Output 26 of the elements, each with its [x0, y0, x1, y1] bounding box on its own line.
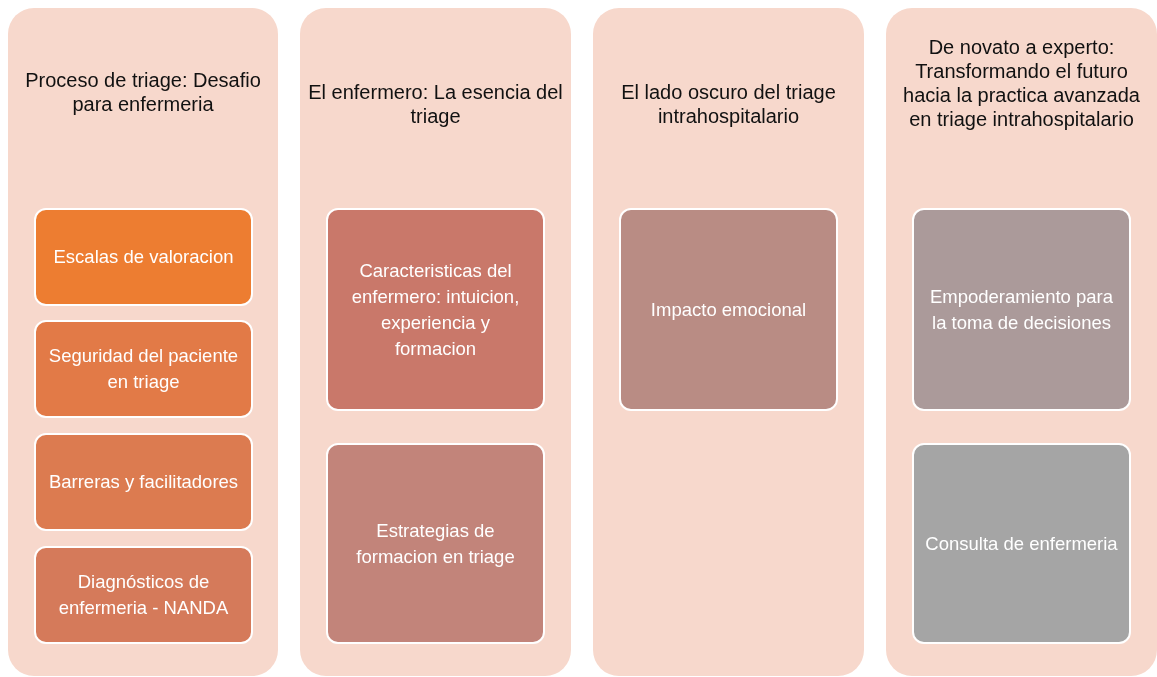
- topic-text: Caracteristicas del enfermero: intuicion, experiencia y formacion: [350, 258, 521, 361]
- topic-box: [326, 443, 545, 644]
- topic-text: Barreras y facilitadores: [48, 470, 239, 494]
- topic-box: [912, 208, 1131, 411]
- topic-text: Consulta de enfermeria: [925, 531, 1118, 556]
- column-panel: [8, 8, 278, 676]
- topic-text: Impacto emocional: [650, 297, 807, 322]
- topic-box: [326, 208, 545, 411]
- column-panel: [593, 8, 864, 676]
- column-heading: El enfermero: La esencia del triage: [307, 80, 564, 128]
- topic-box: [34, 433, 253, 531]
- column-heading: Proceso de triage: Desafio para enfermeria: [24, 68, 262, 116]
- topic-box: [34, 546, 253, 644]
- column-heading: El lado oscuro del triage intrahospitalario: [620, 80, 837, 128]
- topic-text: Escalas de valoracion: [53, 245, 234, 269]
- topic-box: [912, 443, 1131, 644]
- column-heading: De novato a experto: Transformando el futuro hacia la practica avanzada en triage intrahospitalario: [902, 35, 1141, 131]
- topic-text: Seguridad del paciente en triage: [47, 344, 240, 394]
- column-panel: [300, 8, 571, 676]
- topic-text: Empoderamiento para la toma de decisiones: [928, 284, 1115, 335]
- topic-box: [34, 320, 253, 418]
- topic-box: [619, 208, 838, 411]
- column-panel: [886, 8, 1157, 676]
- topic-text: Diagnósticos de enfermeria - NANDA: [57, 570, 230, 620]
- topic-box: [34, 208, 253, 306]
- topic-text: Estrategias de formacion en triage: [355, 518, 516, 569]
